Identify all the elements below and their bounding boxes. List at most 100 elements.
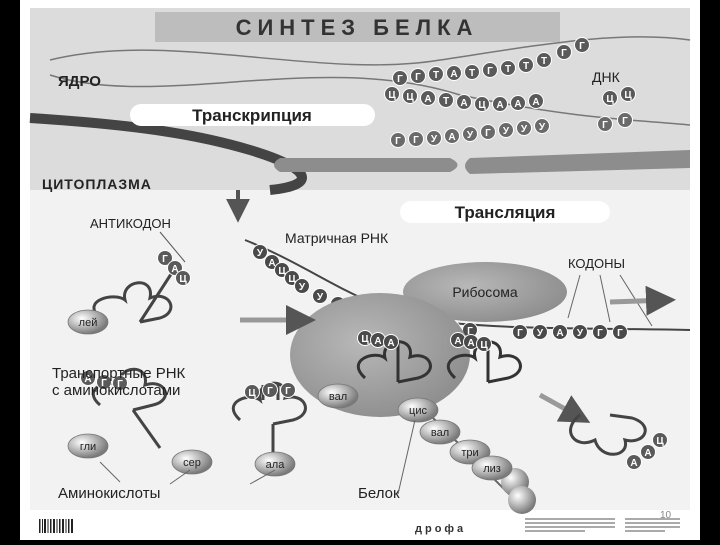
mrna-label: Матричная РНК	[285, 230, 389, 246]
nucleotide-letter: Г	[395, 136, 401, 147]
amino-acid-label: сер	[183, 457, 201, 469]
nucleotide	[384, 86, 400, 102]
nucleotide-letter: Т	[469, 68, 475, 79]
nucleotide-letter: У	[539, 122, 546, 133]
nucleotide-letter: А	[424, 94, 431, 105]
nucleotide	[498, 122, 514, 138]
amino-acid-label: лей	[79, 317, 98, 329]
amino-acids-label: Аминокислоты	[58, 485, 160, 502]
nucleotide	[532, 324, 548, 340]
nucleotide	[482, 62, 498, 78]
nucleotide-letter: А	[450, 69, 457, 80]
nucleotide	[96, 374, 112, 390]
nucleotide	[262, 382, 278, 398]
nucleotide-letter: У	[317, 292, 324, 303]
nucleotide-letter: Ц	[478, 100, 486, 111]
nucleotide	[456, 94, 472, 110]
amino-acid-label: три	[461, 447, 478, 459]
nucleotide	[572, 324, 588, 340]
translation-pill	[400, 201, 610, 223]
nucleotide	[510, 95, 526, 111]
nucleotide	[480, 124, 496, 140]
amino-acid-label: гли	[80, 441, 96, 453]
nucleotide-letter: Г	[579, 41, 585, 52]
nucleotide-letter: У	[431, 134, 438, 145]
translation-label: Трансляция	[455, 203, 556, 222]
nucleus-label: ЯДРО	[58, 73, 101, 90]
nucleotide-letter: Ц	[248, 388, 256, 399]
nucleotide-letter: Г	[487, 66, 493, 77]
nucleotide	[476, 336, 492, 352]
nucleotide	[574, 37, 590, 53]
nucleotide-letter: Г	[602, 120, 608, 131]
nucleotide	[516, 120, 532, 136]
nucleotide	[500, 60, 516, 76]
nucleotide	[492, 96, 508, 112]
title-banner	[155, 12, 560, 42]
nucleotide-letter: А	[374, 336, 381, 347]
nucleotide-letter: Ц	[606, 94, 614, 105]
amino-acid-label: лиз	[483, 463, 501, 475]
amino-acid-label: вал	[431, 427, 449, 439]
nucleotide-letter: Ц	[278, 266, 286, 277]
amino-acid-bead	[171, 449, 213, 475]
nucleotide	[536, 52, 552, 68]
nucleotide	[80, 370, 96, 386]
nucleotide-letter: У	[537, 328, 544, 339]
barcode	[38, 518, 76, 534]
nucleotide-letter: А	[644, 448, 651, 459]
nucleotide-letter: А	[467, 338, 474, 349]
nucleotide	[534, 118, 550, 134]
codons-label: КОДОНЫ	[568, 256, 625, 271]
amino-acid-label: вал	[329, 391, 347, 403]
nucleotide	[175, 270, 191, 286]
nucleotide	[592, 324, 608, 340]
nuclear-membrane-segment	[465, 150, 690, 174]
nucleotide	[252, 244, 268, 260]
trna-label-line1: Транспортные РНК	[52, 365, 186, 382]
nucleotide	[426, 130, 442, 146]
amino-acid-label: ала	[266, 459, 286, 471]
nucleotide	[597, 116, 613, 132]
nucleotide-letter: Т	[541, 56, 547, 67]
nucleotide-letter: Ц	[624, 90, 632, 101]
anticodon-label: АНТИКОДОН	[90, 216, 171, 231]
nucleotide	[464, 64, 480, 80]
nucleotide	[626, 454, 642, 470]
nucleotide	[552, 324, 568, 340]
nucleotide	[402, 88, 418, 104]
nucleotide-letter: А	[268, 258, 275, 269]
ribosome-label: Рибосома	[452, 284, 518, 300]
nucleotide	[410, 68, 426, 84]
nucleotide	[408, 131, 424, 147]
nucleotide-letter: Г	[597, 328, 603, 339]
nucleotide	[446, 65, 462, 81]
nucleotide-letter: Ц	[406, 92, 414, 103]
nucleotide-letter: Г	[622, 116, 628, 127]
nucleotide-letter: Т	[443, 96, 449, 107]
nuclear-membrane-segment	[274, 158, 458, 172]
protein-synthesis-poster: СИНТЕЗ БЕЛКА ЯДРО ДНК Транскрипция ЦИТОП…	[20, 0, 700, 540]
trna-leu	[92, 267, 177, 324]
nucleotide	[390, 132, 406, 148]
nucleotide	[556, 44, 572, 60]
nucleotide-letter: Т	[505, 64, 511, 75]
nucleotide	[420, 90, 436, 106]
nucleotide	[528, 93, 544, 109]
ribosome-small-subunit	[403, 262, 567, 322]
amino-acid-label: цис	[409, 405, 427, 417]
anticodon-pointer	[159, 231, 186, 263]
dna-label: ДНК	[592, 69, 621, 85]
nucleotide-letter: А	[630, 458, 637, 469]
amino-acid-bead	[254, 451, 296, 477]
nucleotide-letter: Г	[117, 379, 123, 390]
nucleotide-letter: У	[521, 124, 528, 135]
nucleotide-letter: Ц	[361, 334, 369, 345]
nucleotide	[294, 278, 310, 294]
nucleotide-letter: У	[467, 130, 474, 141]
nucleotide-letter: У	[257, 248, 264, 259]
nucleotide-letter: Г	[162, 254, 168, 265]
